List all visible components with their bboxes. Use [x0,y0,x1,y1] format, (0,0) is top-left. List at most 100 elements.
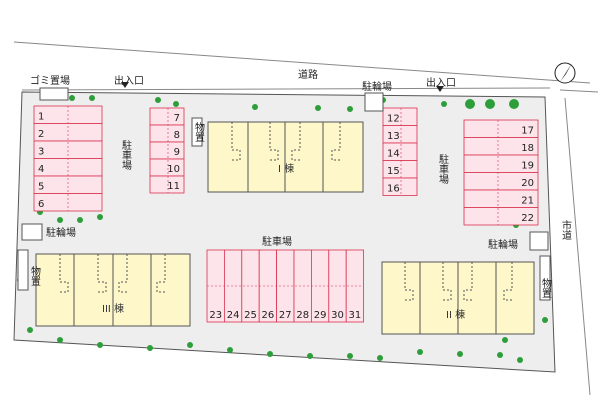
parking-space-number: 28 [296,310,309,321]
tree-icon [502,337,508,343]
parking-space [382,177,418,196]
tree-icon [187,342,193,348]
parking-space-number: 21 [521,196,534,207]
city-road-label: 市道 [560,219,572,240]
parking-space-number: 20 [521,178,534,189]
parking-space-number: 8 [174,130,180,141]
bike-box-top [364,92,384,112]
parking-space-number: 2 [38,129,44,140]
parking-label-left: 駐車場 [120,139,132,171]
parking-space-number: 7 [174,113,180,124]
storage-box-center [191,117,203,147]
tree-icon [377,355,383,361]
garbage-box [39,87,69,101]
bike-label-right: 駐輪場 [488,238,518,251]
tree-icon [517,357,523,363]
tree-icon [173,101,179,107]
bike-box-right [529,231,549,251]
tree-icon [465,99,475,109]
parking-space-number: 13 [387,131,400,142]
tree-icon [307,353,313,359]
tree-icon [57,337,63,343]
entrance-arrow-right-icon [436,86,444,92]
tree-icon [347,353,353,359]
tree-icon [57,217,63,223]
tree-icon [315,105,321,111]
building-two-label: II 棟 [446,308,465,321]
tree-icon [542,317,548,323]
road-edge-bottom [21,87,551,91]
parking-space-number: 24 [227,310,240,321]
storage-label-right: 物置 [540,277,552,298]
tree-icon [69,95,75,101]
parking-space-number: 23 [209,310,222,321]
parking-space-number: 11 [167,181,180,192]
parking-space-number: 29 [314,310,327,321]
entrance-arrow-left-icon [121,82,129,88]
parking-space-number: 17 [521,126,534,137]
storage-label-center: 物置 [193,121,205,142]
tree-icon [227,347,233,353]
parking-mid: 7 8 9 10 11 [149,107,185,194]
storage-box-left [17,249,29,291]
garbage-label: ゴミ置場 [30,74,70,87]
parking-space-number: 27 [279,310,292,321]
parking-space-number: 9 [174,147,180,158]
tree-icon [457,351,463,357]
road-label: 道路 [298,68,318,81]
tree-icon [497,352,503,358]
bike-label-top: 駐輪場 [362,80,392,93]
parking-space-number: 6 [38,199,44,210]
tree-icon [27,327,33,333]
parking-space [463,207,539,226]
parking-space [149,175,185,194]
tree-icon [147,345,153,351]
tree-icon [89,95,95,101]
parking-space-number: 15 [387,166,400,177]
tree-icon [252,104,258,110]
parking-space-number: 25 [244,310,257,321]
tree-icon [485,99,495,109]
parking-space-number: 12 [387,114,400,125]
parking-space-number: 19 [521,161,534,172]
parking-space-number: 10 [167,164,180,175]
bike-box-left [21,223,43,241]
parking-label-bottom: 駐車場 [262,235,292,248]
parking-space-number: 22 [521,213,534,224]
parking-space-number: 1 [38,112,44,123]
entrance-label-left: 出入口 [114,74,144,87]
building-one-label: I 棟 [278,162,294,175]
parking-space-number: 30 [331,310,344,321]
parking-space-number: 18 [521,143,534,154]
north-arrow-icon [554,62,576,84]
parking-space-number: 31 [349,310,362,321]
building-two [381,261,535,335]
building-one [207,121,364,193]
parking-right: 17 18 19 20 21 22 [463,119,539,226]
parking-center: 12 13 14 15 16 [382,107,418,196]
tree-icon [417,349,423,355]
parking-space-number: 16 [387,184,400,195]
bike-label-left: 駐輪場 [46,226,76,239]
tree-icon [441,101,447,107]
parking-space-number: 4 [38,164,44,175]
storage-box-right [539,255,551,301]
building-three-label: III 棟 [102,302,124,315]
tree-icon [97,214,103,220]
tree-icon [155,97,161,103]
parking-space-number: 5 [38,182,44,193]
tree-icon [509,99,519,109]
tree-icon [267,351,273,357]
road-edge-right [559,89,599,93]
parking-space-number: 14 [387,149,400,160]
parking-left: 1 2 3 4 5 6 [33,105,103,212]
trees [17,95,548,363]
storage-label-left: 物置 [29,265,41,286]
city-road-edge [564,97,591,396]
parking-label-right: 駐車場 [437,153,449,185]
parking-space-number: 3 [38,147,44,158]
tree-icon [347,106,353,112]
